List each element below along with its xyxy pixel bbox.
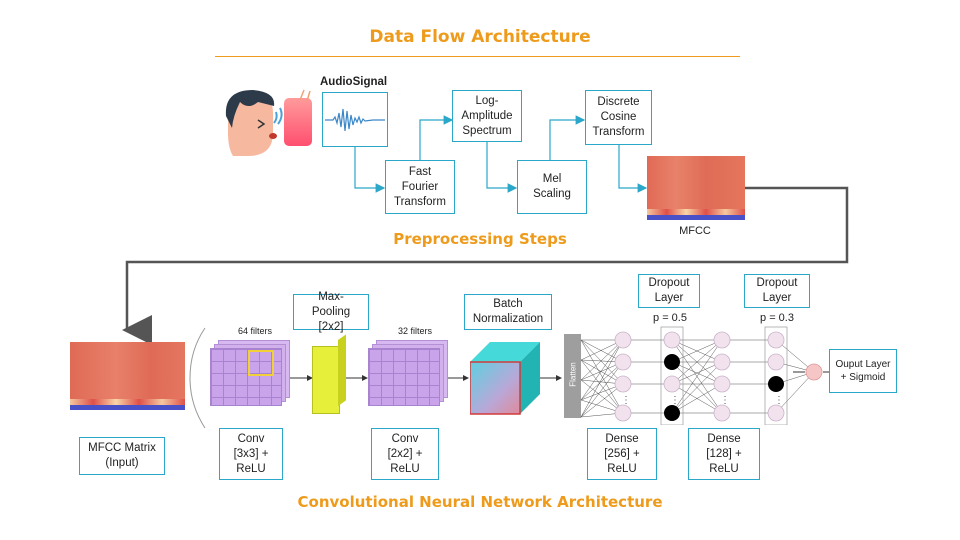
cnn-title: Convolutional Neural Network Architectur… bbox=[297, 493, 663, 511]
dropout-layer-2-box: Dropout Layer bbox=[744, 274, 810, 308]
dense-network: ⋮ ⋮ ⋮ ⋮ bbox=[580, 326, 823, 425]
connector-dct-mfcc bbox=[618, 145, 648, 193]
waveform-icon bbox=[325, 108, 385, 132]
filters-32-label: 32 filters bbox=[397, 326, 432, 336]
filter-stack-32 bbox=[368, 340, 448, 406]
batch-normalization-cube bbox=[470, 342, 540, 415]
svg-text:⋮: ⋮ bbox=[720, 395, 730, 406]
preprocessing-title: Preprocessing Steps bbox=[393, 230, 567, 248]
max-pooling-block bbox=[312, 334, 346, 414]
connector-mfcc-to-cnn bbox=[122, 186, 849, 345]
flatten-bar bbox=[564, 334, 581, 418]
max-pooling-box: Max-Pooling [2x2] bbox=[293, 291, 369, 333]
mfcc-matrix-input-box: MFCC Matrix (Input) bbox=[79, 437, 165, 475]
dense-128-box: Dense [128] + ReLU bbox=[688, 428, 760, 480]
connector-log-mel bbox=[486, 142, 518, 193]
svg-text:⋮: ⋮ bbox=[621, 395, 631, 406]
svg-text:⋮: ⋮ bbox=[670, 395, 680, 406]
filter-stack-64 bbox=[210, 340, 290, 406]
output-layer-box: Ouput Layer + Sigmoid bbox=[829, 349, 897, 393]
dropout-2-probability: p = 0.3 bbox=[760, 312, 794, 324]
audio-signal-label: AudioSignal bbox=[320, 76, 388, 88]
sound-waves-icon bbox=[299, 89, 311, 102]
mfcc-image bbox=[647, 156, 745, 220]
mfcc-matrix-image bbox=[70, 342, 185, 410]
mel-scaling-box: Mel Scaling bbox=[517, 160, 587, 214]
connector-fft-log bbox=[419, 115, 454, 160]
connector-mel-dct bbox=[549, 115, 586, 160]
connector-audio-fft bbox=[354, 147, 386, 193]
diagram-title: Data Flow Architecture bbox=[369, 27, 591, 47]
title-underline bbox=[215, 56, 740, 57]
dense-256-box: Dense [256] + ReLU bbox=[587, 428, 657, 480]
flatten-label: Flatten bbox=[568, 362, 578, 387]
dropout-layer-1-box: Dropout Layer bbox=[638, 274, 700, 308]
conv-2x2-box: Conv [2x2] + ReLU bbox=[371, 428, 439, 480]
phone-icon bbox=[284, 98, 312, 146]
person-speaking-icon bbox=[225, 90, 283, 156]
log-amplitude-box: Log-Amplitude Spectrum bbox=[452, 90, 522, 142]
dct-box: Discrete Cosine Transform bbox=[585, 90, 652, 145]
svg-text:⋮: ⋮ bbox=[774, 395, 784, 406]
audio-signal-box bbox=[322, 92, 388, 147]
conv-3x3-box: Conv [3x3] + ReLU bbox=[219, 428, 283, 480]
filters-64-label: 64 filters bbox=[237, 326, 272, 336]
dropout-1-probability: p = 0.5 bbox=[653, 312, 687, 324]
batch-normalization-box: Batch Normalization bbox=[464, 294, 552, 330]
fft-box: Fast Fourier Transform bbox=[385, 160, 455, 214]
mfcc-label: MFCC bbox=[679, 225, 711, 237]
